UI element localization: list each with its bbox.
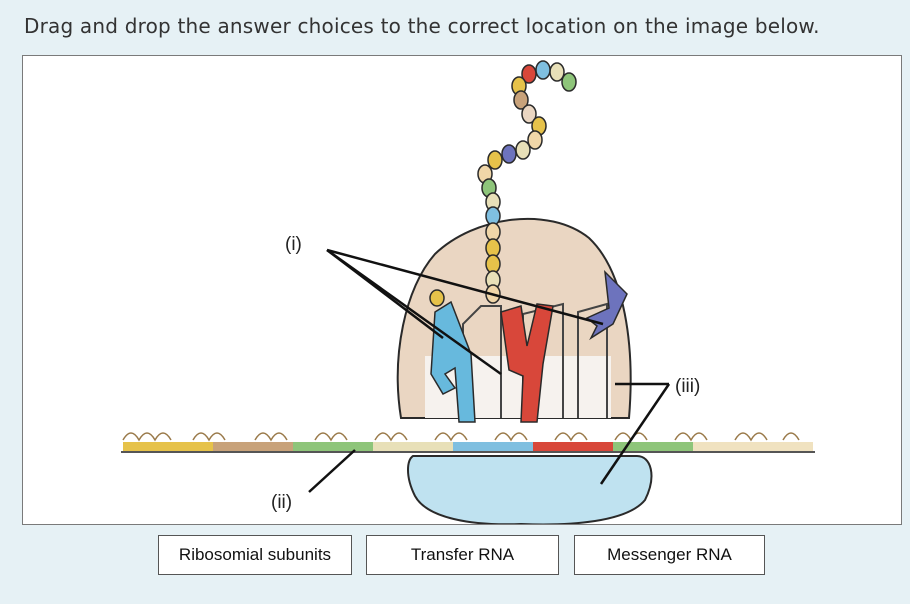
label-i: (i) [285, 234, 302, 255]
small-ribosome-subunit [407, 455, 653, 524]
choice-transfer-rna[interactable]: Transfer RNA [366, 535, 559, 575]
label-ii: (ii) [271, 492, 292, 513]
translation-diagram: (i) (ii) (iii) [121, 60, 815, 524]
instruction-text: Drag and drop the answer choices to the … [24, 14, 820, 38]
label-pointer-lines [308, 248, 671, 493]
polypeptide-chain [429, 60, 577, 307]
trna-red [500, 303, 554, 423]
diagram-drop-area[interactable]: (i) (ii) (iii) [22, 55, 902, 525]
answer-choices: Ribosomial subunits Transfer RNA Messeng… [0, 535, 910, 577]
label-iii: (iii) [675, 376, 700, 397]
choice-ribosomial-subunits[interactable]: Ribosomial subunits [158, 535, 352, 575]
mrna-strand [121, 432, 815, 453]
choice-messenger-rna[interactable]: Messenger RNA [574, 535, 765, 575]
